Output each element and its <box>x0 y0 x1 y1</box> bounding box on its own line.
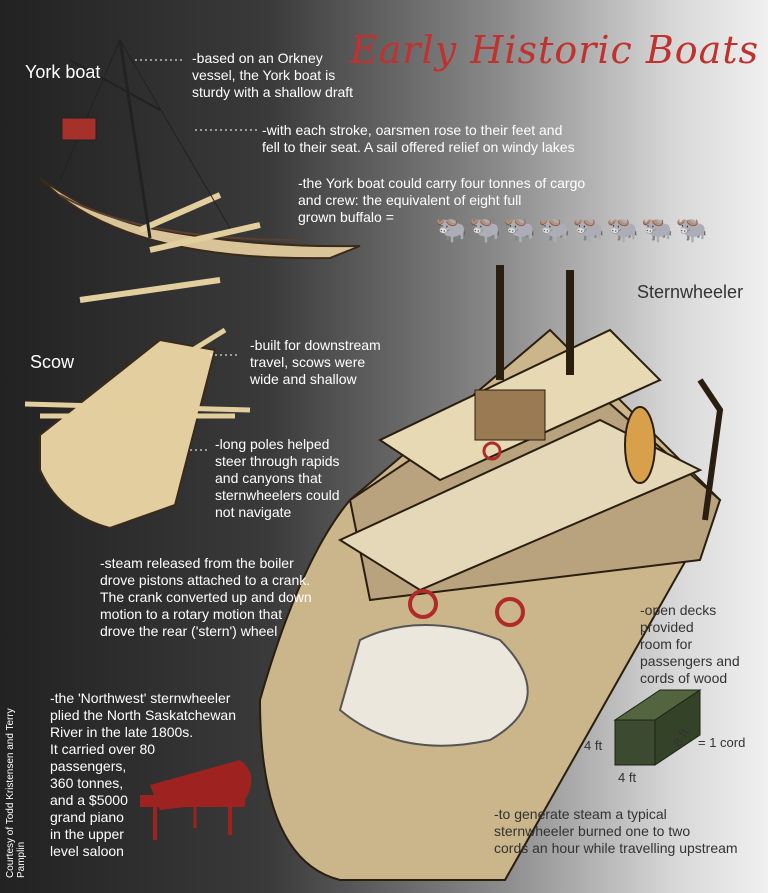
stern-note-northwest: -the 'Northwest' sternwheeler plied the … <box>50 690 236 859</box>
buffalo-icon: 🐃 <box>675 214 708 244</box>
scow-note-built: -built for downstream travel, scows were… <box>250 337 381 387</box>
stern-note-decks: -open decks provided room for passengers… <box>640 602 740 686</box>
sternwheeler-label: Sternwheeler <box>637 282 744 302</box>
buffalo-icon: 🐃 <box>606 214 640 244</box>
grand-piano-icon <box>140 760 252 840</box>
buffalo-icon: 🐃 <box>469 214 502 244</box>
buffalo-icon: 🐃 <box>435 214 468 244</box>
york-boat-illustration <box>39 39 361 303</box>
york-boat-label: York boat <box>25 62 101 82</box>
scow-label: Scow <box>30 352 75 372</box>
poster-title: Early Historic Boats <box>350 28 760 72</box>
cord-of-wood-box <box>613 689 702 766</box>
buffalo-icon: 🐃 <box>641 214 674 244</box>
scow-note-poles: -long poles helped steer through rapids … <box>215 436 340 520</box>
york-note-oarsmen: -with each stroke, oarsmen rose to their… <box>262 122 575 155</box>
buffalo-icon: 🐃 <box>503 214 537 244</box>
cord-equals-label: = 1 cord <box>698 735 746 750</box>
scow-illustration <box>24 327 251 530</box>
cord-width-label: 4 ft <box>618 770 637 785</box>
buffalo-icon: 🐃 <box>572 214 605 244</box>
york-note-cargo: -the York boat could carry four tonnes o… <box>298 175 586 225</box>
cord-height-label: 4 ft <box>584 738 603 753</box>
york-note-orkney: -based on an Orkney vessel, the York boa… <box>192 50 354 100</box>
stern-note-cords: -to generate steam a typical sternwheele… <box>494 806 738 856</box>
buffalo-icon: 🐃 <box>538 214 571 244</box>
buffalo-icon-row: 🐃 🐃 🐃 🐃 🐃 🐃 🐃 🐃 <box>435 214 745 244</box>
stern-note-steam: -steam released from the boiler drove pi… <box>100 555 312 639</box>
credit-text: Courtesy of Todd Kristensen and Terry Pa… <box>5 708 27 878</box>
sternwheeler-illustration <box>258 265 724 881</box>
